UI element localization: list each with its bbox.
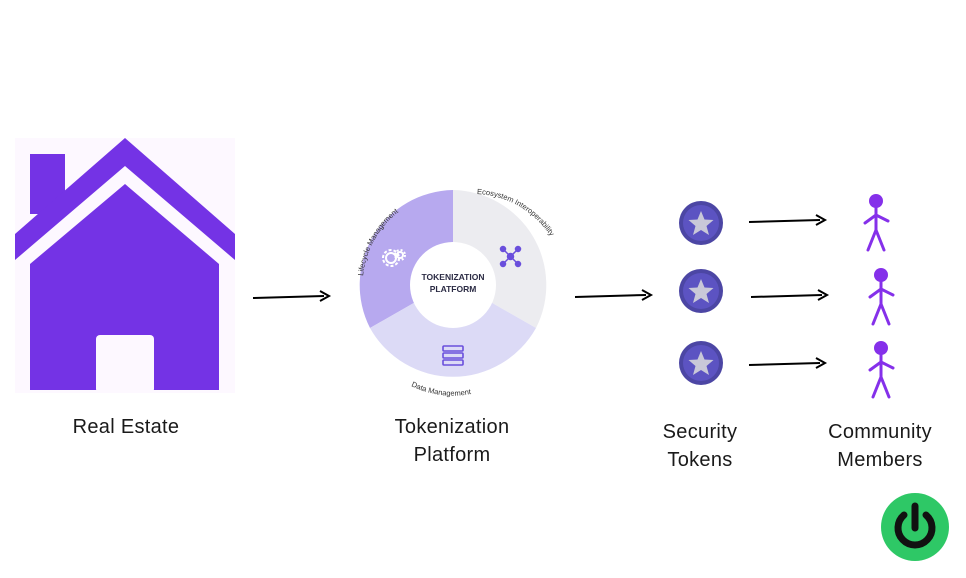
- stick-figure-icon: [865, 267, 897, 327]
- segment-lifecycle: [359, 190, 453, 328]
- gears-icon: [382, 249, 406, 267]
- arrow-token-to-member: [748, 214, 828, 226]
- label-community-members: Community Members: [800, 418, 960, 474]
- label-tokenization-platform: Tokenization Platform: [362, 413, 542, 469]
- label-real-estate: Real Estate: [36, 413, 216, 441]
- segment-ecosystem: [453, 190, 547, 328]
- arrow-token-to-member: [750, 289, 830, 301]
- star-coin-icon: [678, 268, 724, 314]
- star-coin-icon: [678, 340, 724, 386]
- arrow-platform-to-tokens: [574, 289, 654, 301]
- label-tokens-line1: Security: [662, 421, 738, 443]
- segment-label-data: Data Management: [410, 380, 472, 398]
- label-members-line2: Members: [837, 449, 923, 471]
- database-icon: [442, 345, 464, 366]
- label-platform-line2: Platform: [413, 444, 491, 466]
- label-security-tokens: Security Tokens: [630, 418, 770, 474]
- network-nodes-icon: [499, 245, 522, 268]
- arrow-token-to-member: [748, 357, 828, 369]
- ring-center-line1: TOKENIZATION: [422, 272, 485, 282]
- stick-figure-icon: [860, 193, 892, 253]
- label-real-estate-text: Real Estate: [72, 416, 180, 438]
- label-platform-line1: Tokenization: [394, 416, 510, 438]
- label-tokens-line2: Tokens: [667, 449, 733, 471]
- stick-figure-icon: [865, 340, 897, 400]
- ring-center-line2: PLATFORM: [430, 284, 477, 294]
- arrow-house-to-platform: [252, 290, 332, 302]
- power-button-icon: [880, 492, 950, 562]
- segment-data: [370, 300, 536, 377]
- star-coin-icon: [678, 200, 724, 246]
- tokenization-platform-ring: TOKENIZATION PLATFORM Lifecycle Manageme…: [335, 180, 575, 410]
- label-members-line1: Community: [828, 421, 932, 443]
- real-estate-house-icon: [15, 138, 235, 393]
